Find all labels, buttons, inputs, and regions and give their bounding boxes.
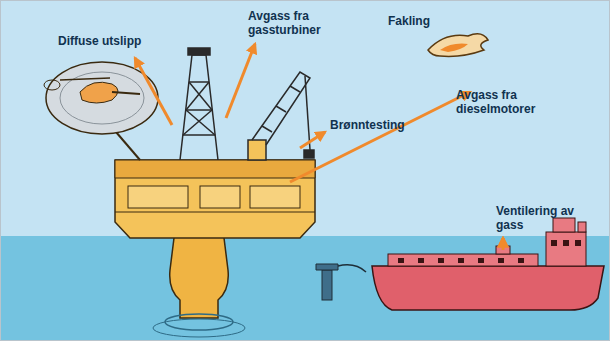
emission-label: Ventilering av gass (496, 204, 586, 232)
emission-label: Brønntesting (330, 118, 405, 132)
emission-label: Diffuse utslipp (58, 34, 141, 48)
tanker-ship (372, 218, 604, 310)
emission-label: Avgass fra gassturbiner (248, 9, 326, 37)
derrick (180, 48, 218, 160)
platform-leg (153, 230, 245, 337)
emission-label: Fakling (388, 14, 430, 28)
emission-label: Avgass fra dieselmotorer (456, 88, 552, 116)
loading-buoy (316, 264, 366, 300)
flare-flame (428, 34, 488, 57)
helideck (44, 62, 158, 160)
sea (0, 236, 610, 341)
platform-deck (115, 160, 315, 238)
emission-arrows (135, 44, 503, 250)
